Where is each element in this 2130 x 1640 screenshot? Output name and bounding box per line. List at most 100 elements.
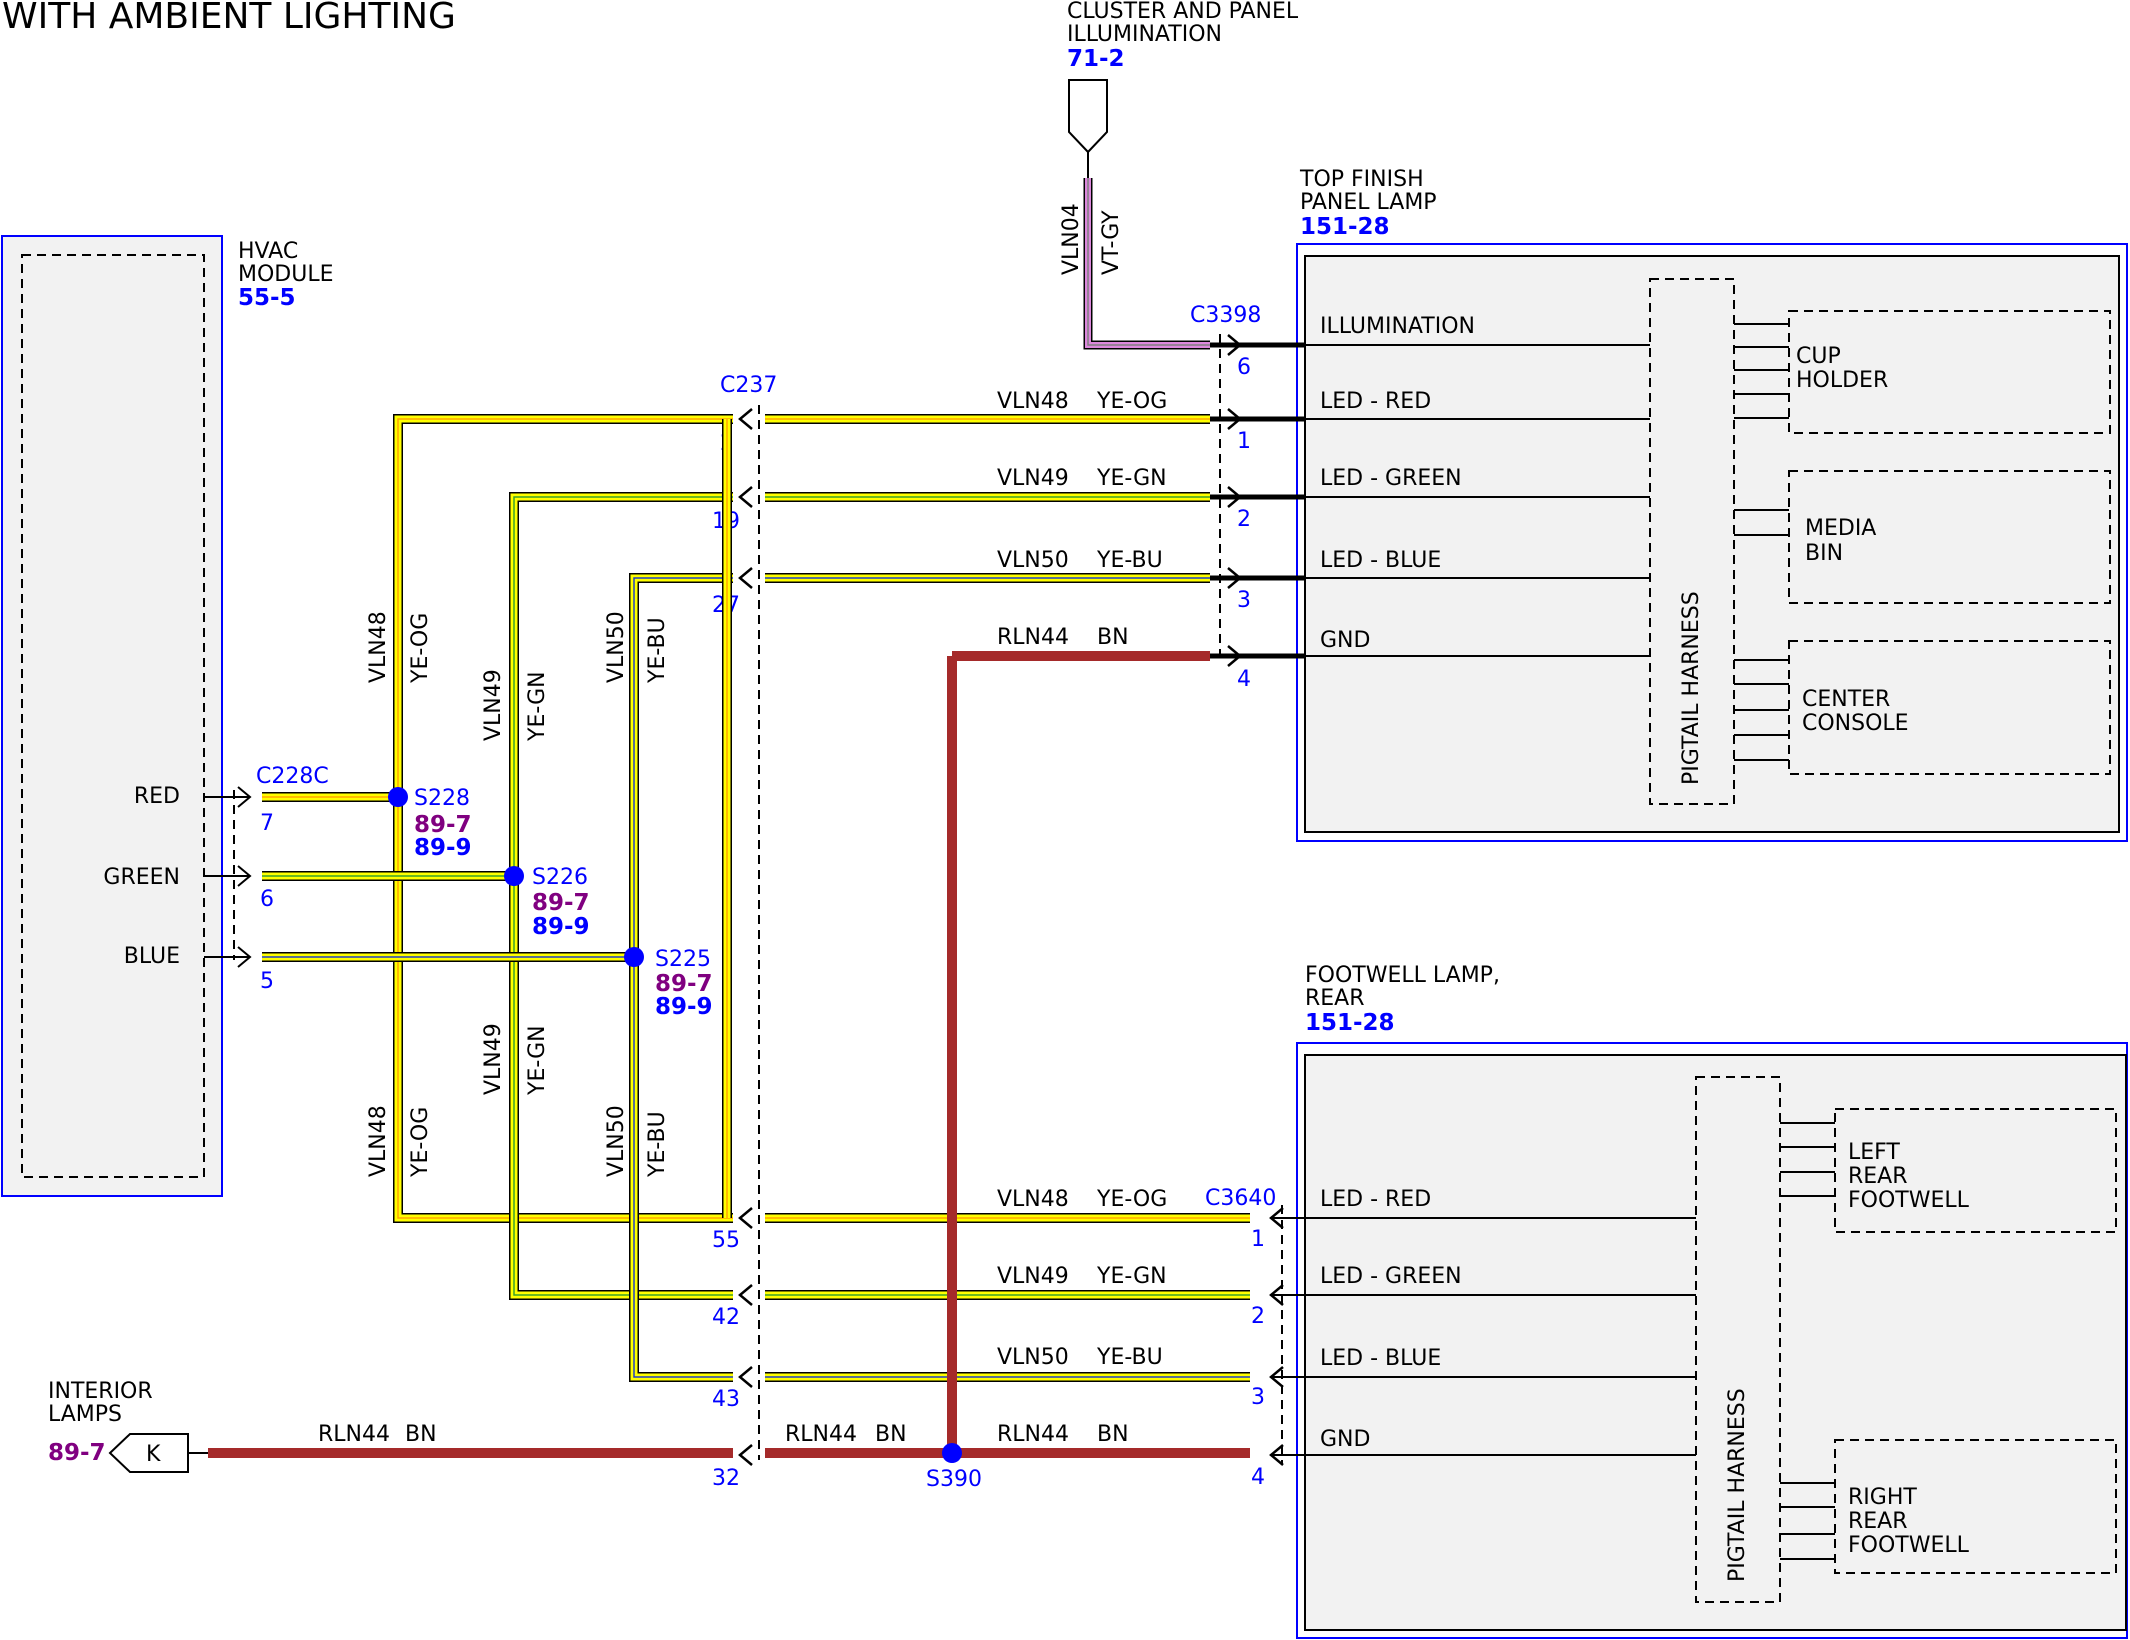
vln50-top-id: VLN50 [997,548,1069,573]
top-lamp-inner-box [1304,255,2120,833]
left-footwell-line-2: REAR [1848,1164,1908,1189]
s225-ref-1[interactable]: 89-7 [655,971,713,997]
footwell-name-line-2: REAR [1305,986,1365,1011]
c3398-pin-3: 3 [1237,588,1251,613]
vln49-top-color: YE-GN [1096,466,1167,491]
c228c-pin-7: 7 [260,811,274,836]
hvac-signal-green: GREEN [103,865,180,890]
hvac-ref[interactable]: 55-5 [238,285,296,311]
diagram-title: WITH AMBIENT LIGHTING [2,0,456,37]
vln49-upper-color: YE-GN [525,671,550,742]
s225-ref-2[interactable]: 89-9 [655,994,713,1020]
vln48-bottom-id: VLN48 [997,1187,1069,1212]
footwell-signal-led-blue: LED - BLUE [1320,1346,1441,1371]
cup-holder-box [1788,310,2111,434]
top-lamp-signal-gnd: GND [1320,628,1370,653]
media-bin-line-1: MEDIA [1805,516,1876,541]
c3398-pin-arrows [1227,334,1242,667]
c3398-pin-stubs [1210,342,1305,659]
c228c-pin-6: 6 [260,887,274,912]
rln44-mid-color: BN [875,1422,907,1447]
footwell-inner-box [1304,1054,2127,1631]
cluster-illumination-label: CLUSTER AND PANEL ILLUMINATION 71-2 [1067,0,1299,72]
footwell-pigtail-label: PIGTAIL HARNESS [1725,1388,1750,1582]
splice-s228[interactable] [388,787,408,807]
wire-rln44[interactable] [208,651,1250,1458]
splice-s225[interactable] [624,947,644,967]
top-lamp-signal-lines [1305,344,1650,657]
footwell-signal-led-green: LED - GREEN [1320,1264,1462,1289]
c237-pin-43: 43 [712,1387,740,1412]
cluster-connector-shape [1068,79,1108,154]
vln49-top-id: VLN49 [997,466,1069,491]
c3640-pin-arrows [1269,1207,1284,1466]
hvac-module-box [1,235,223,1197]
hvac-module-inner [21,254,205,1178]
interior-ref[interactable]: 89-7 [48,1440,106,1466]
vln50-top-color: YE-BU [1096,548,1163,573]
hvac-pin-arrow-red [237,786,252,808]
c3398-pin-1: 1 [1237,429,1251,454]
splice-s226[interactable] [504,866,524,886]
vln48-lower-color: YE-OG [408,1107,433,1178]
right-rear-footwell-box [1834,1439,2117,1574]
c237-pin-arrows [738,408,753,1466]
splice-s390[interactable] [942,1443,962,1463]
cluster-ref[interactable]: 71-2 [1067,46,1125,72]
vln48-top-color: YE-OG [1096,389,1167,414]
rln44-mid-id: RLN44 [785,1422,857,1447]
c237-label[interactable]: C237 [720,373,777,398]
interior-name-line-1: INTERIOR [48,1379,153,1404]
vln04-id-label: VLN04 [1059,203,1084,275]
vln04-color-label: VT-GY [1099,210,1124,275]
wire-vln50[interactable] [262,573,1250,1382]
top-lamp-harness-stubs [1734,323,1789,761]
top-lamp-name-line-2: PANEL LAMP [1300,190,1437,215]
vln50-lower-id: VLN50 [604,1105,629,1177]
footwell-lamp-label: FOOTWELL LAMP, REAR 151-28 [1305,963,1500,1036]
interior-lamps-label: INTERIOR LAMPS 89-7 [48,1379,153,1466]
footwell-ref[interactable]: 151-28 [1305,1010,1395,1036]
c3640-label[interactable]: C3640 [1205,1186,1276,1211]
footwell-harness-stubs [1780,1122,1835,1560]
c3640-pin-4: 4 [1251,1465,1265,1490]
interior-tag-k: K [146,1442,161,1467]
vln50-bottom-id: VLN50 [997,1345,1069,1370]
top-lamp-ref[interactable]: 151-28 [1300,214,1390,240]
hvac-signal-blue: BLUE [124,944,180,969]
s226-label: S226 [532,865,588,890]
wire-vln48[interactable] [262,414,1250,1223]
interior-name-line-2: LAMPS [48,1402,122,1427]
s390-label: S390 [926,1467,982,1492]
s228-label: S228 [414,786,470,811]
footwell-signal-lines [1305,1217,1696,1456]
vln48-upper-id: VLN48 [366,611,391,683]
footwell-name-line-1: FOOTWELL LAMP, [1305,963,1500,988]
rln44-left-color: BN [405,1422,437,1447]
cup-holder-line-1: CUP [1796,344,1841,369]
footwell-pigtail-harness [1695,1076,1781,1603]
top-lamp-signal-led-blue: LED - BLUE [1320,548,1441,573]
s226-ref-1[interactable]: 89-7 [532,890,590,916]
c237-pin-42: 42 [712,1305,740,1330]
hvac-pin-arrow-blue [237,946,252,968]
cup-holder-line-2: HOLDER [1796,368,1888,393]
s225-label: S225 [655,947,711,972]
s226-ref-2[interactable]: 89-9 [532,914,590,940]
center-console-line-2: CONSOLE [1802,711,1909,736]
vln48-top-id: VLN48 [997,389,1069,414]
top-lamp-pigtail-label: PIGTAIL HARNESS [1679,591,1704,785]
s228-ref-1[interactable]: 89-7 [414,812,472,838]
c3398-label[interactable]: C3398 [1190,303,1261,328]
c228c-pin-5: 5 [260,969,274,994]
wire-vln49[interactable] [262,492,1250,1300]
rln44-top-color: BN [1097,625,1129,650]
wire-vln04[interactable] [1083,178,1210,350]
c3398-pin-6: 6 [1237,355,1251,380]
left-footwell-line-3: FOOTWELL [1848,1188,1970,1213]
s228-ref-2[interactable]: 89-9 [414,835,472,861]
vln48-lower-id: VLN48 [366,1105,391,1177]
top-lamp-signal-led-red: LED - RED [1320,389,1431,414]
c228c-label[interactable]: C228C [256,764,329,789]
